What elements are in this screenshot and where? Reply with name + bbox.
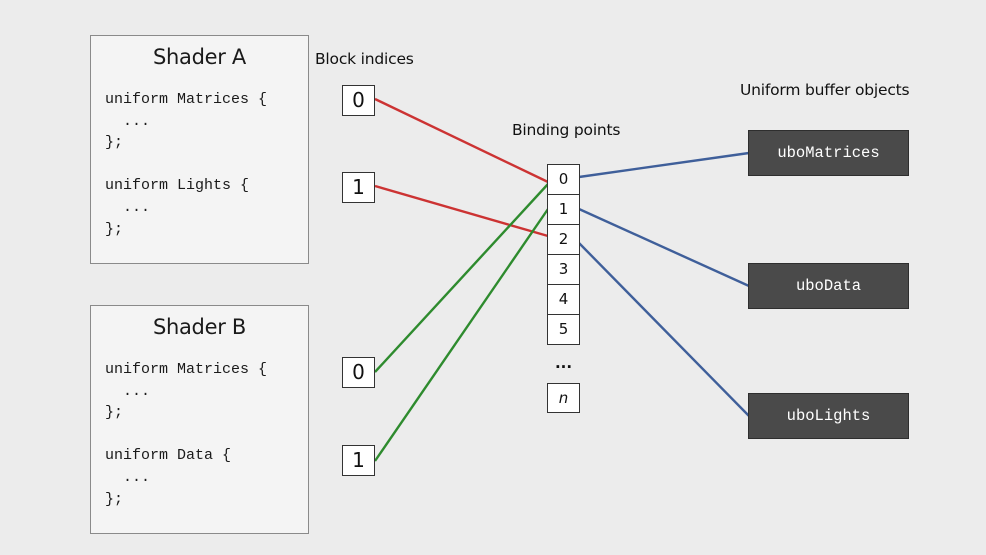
shader-a-title: Shader A [152, 45, 247, 69]
block-indices-heading: Block indices [315, 50, 414, 68]
uniform-buffer-objects-heading: Uniform buffer objects [740, 81, 910, 99]
binding-point-3: 3 [547, 254, 580, 285]
line-a1-to-bp2 [374, 184, 549, 238]
shader-b-block-index-1: 1 [342, 445, 375, 476]
binding-point-5: 5 [547, 314, 580, 345]
shader-a-block-index-0: 0 [342, 85, 375, 116]
shader-a-panel: Shader A uniform Matrices { ... }; unifo… [90, 35, 309, 264]
binding-point-0: 0 [547, 164, 580, 195]
shader-b-block-index-0: 0 [342, 357, 375, 388]
shader-b-panel: Shader B uniform Matrices { ... }; unifo… [90, 305, 309, 534]
binding-point-1: 1 [547, 194, 580, 225]
ubo-data: uboData [748, 263, 909, 309]
line-a0-to-bp0 [374, 97, 549, 184]
shader-a-block-index-1: 1 [342, 172, 375, 203]
line-bp2-to-ubolights [578, 242, 750, 417]
shader-a-code: uniform Matrices { ... }; uniform Lights… [105, 91, 268, 238]
line-bp1-to-ubodata [578, 207, 750, 288]
line-b0-to-bp0 [374, 183, 549, 373]
line-bp0-to-ubomatrices [578, 151, 750, 179]
binding-point-2: 2 [547, 224, 580, 255]
shader-b-code: uniform Matrices { ... }; uniform Data {… [105, 361, 268, 508]
shader-b-title: Shader B [152, 315, 247, 339]
line-b1-to-bp1 [374, 208, 549, 462]
binding-point-4: 4 [547, 284, 580, 315]
binding-points-ellipsis: ... [554, 354, 573, 372]
ubo-lights: uboLights [748, 393, 909, 439]
ubo-matrices: uboMatrices [748, 130, 909, 176]
binding-points-heading: Binding points [512, 121, 621, 139]
binding-point-n: n [547, 383, 580, 413]
